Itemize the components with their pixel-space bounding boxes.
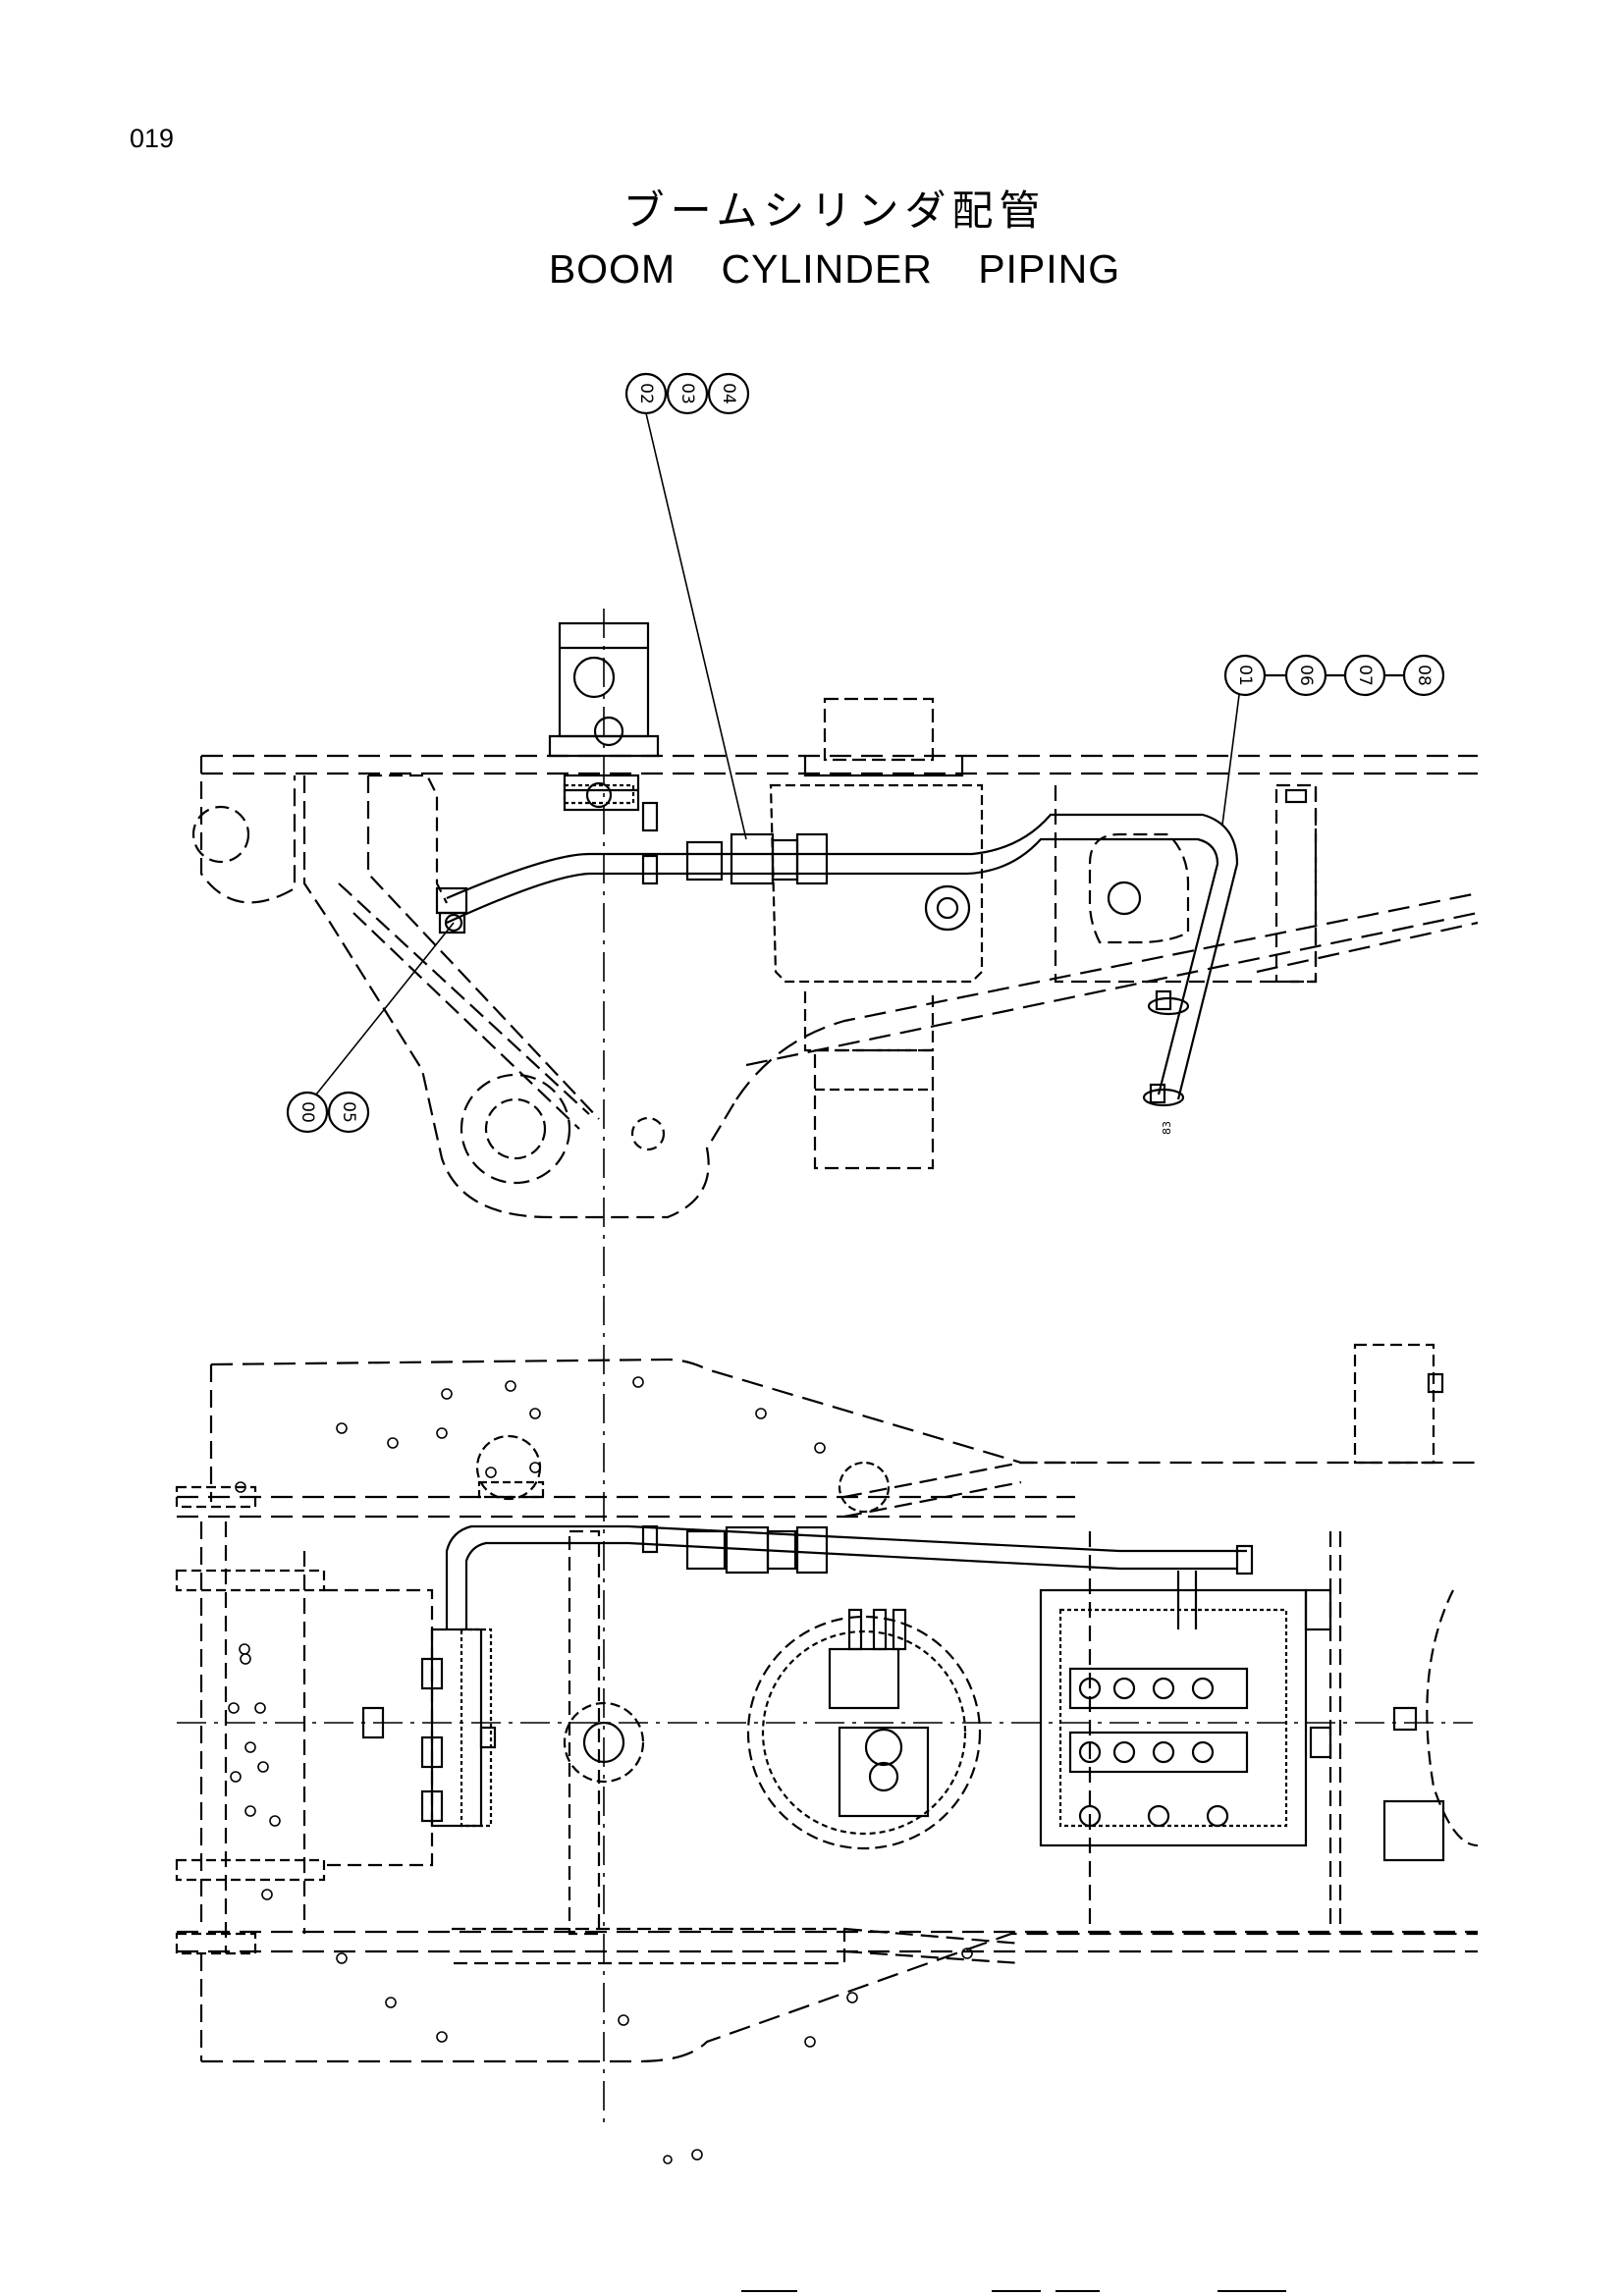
callout-group-left: 00 05 [286, 922, 455, 1134]
page-number: 019 [130, 124, 175, 153]
title-english: BOOM CYLINDER PIPING [548, 246, 1121, 292]
callout-02: 02 [636, 383, 656, 404]
callout-04: 04 [719, 383, 738, 404]
callout-00: 00 [298, 1101, 317, 1123]
callout-06: 06 [1296, 665, 1316, 686]
callout-01: 01 [1235, 665, 1255, 686]
callout-05: 05 [339, 1101, 358, 1123]
callout-group-top: 02 03 04 [624, 372, 750, 840]
callout-group-right: 01 06 07 08 [1221, 654, 1445, 826]
fitting-label: 83 [1161, 1121, 1173, 1135]
callout-07: 07 [1355, 665, 1375, 686]
plan-view [175, 1343, 1479, 2164]
title-block: ブームシリンダ配管 BOOM CYLINDER PIPING [0, 182, 1624, 297]
callout-08: 08 [1414, 665, 1434, 686]
side-view [191, 621, 1479, 1219]
callout-03: 03 [677, 383, 697, 404]
title-japanese: ブームシリンダ配管 [623, 187, 1047, 235]
